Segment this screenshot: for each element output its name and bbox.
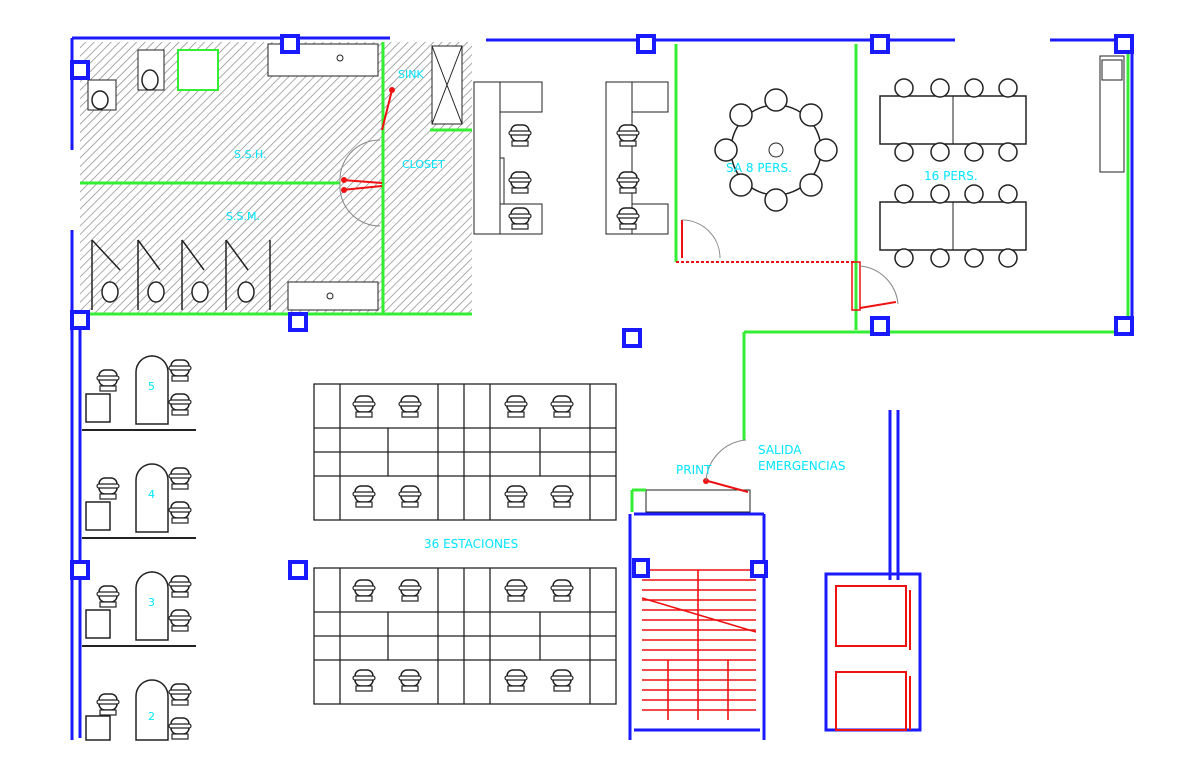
private-offices	[82, 355, 196, 741]
structural-columns	[70, 34, 1134, 580]
office-4-label: 4	[148, 488, 155, 501]
sink-label: SINK	[398, 68, 424, 81]
elevator-shafts	[824, 410, 922, 732]
board-meeting-label: 16 PERS.	[924, 169, 978, 183]
stair-core	[628, 439, 766, 740]
office-3-label: 3	[148, 596, 155, 609]
meeting-rooms	[674, 44, 1130, 440]
emergency-exit-label-line2: EMERGENCIAS	[758, 459, 845, 473]
round-meeting-label: SA 8 PERS.	[726, 161, 792, 175]
top-desk-pairs	[473, 81, 669, 235]
restroom-block	[80, 42, 472, 316]
closet-label: CLOSET	[402, 158, 445, 171]
emergency-exit-label-line1: SALIDA	[758, 443, 802, 457]
office-2-label: 2	[148, 710, 155, 723]
restroom-men-label: S.S.H.	[234, 148, 267, 161]
office-5-label: 5	[148, 380, 155, 393]
restroom-women-label: S.S.M.	[226, 210, 260, 223]
workstations-label: 36 ESTACIONES	[424, 537, 518, 551]
print-label: PRINT	[676, 463, 712, 477]
